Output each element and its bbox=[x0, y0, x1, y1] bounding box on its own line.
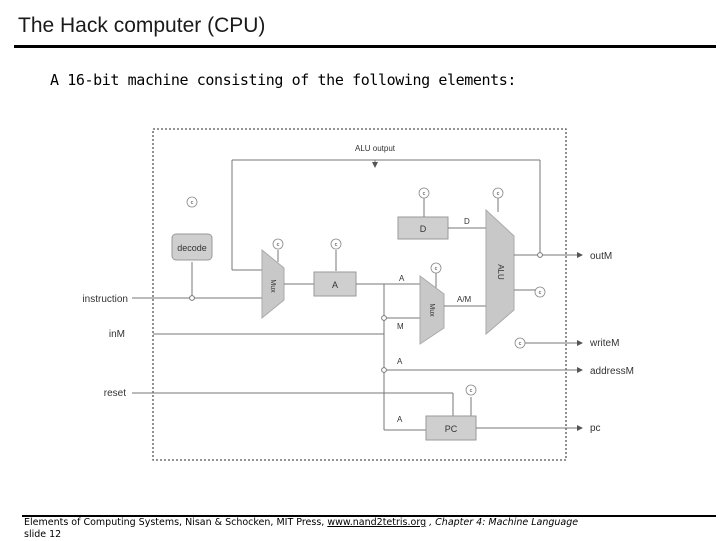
slide-subtitle: A 16-bit machine consisting of the follo… bbox=[50, 71, 517, 89]
control-bit-label: c bbox=[277, 242, 280, 248]
mux1-block bbox=[261, 248, 285, 320]
a-address-wire-label: A bbox=[397, 357, 403, 366]
page-title: The Hack computer (CPU) bbox=[18, 14, 266, 37]
footer-divider bbox=[22, 515, 716, 517]
decode-block bbox=[171, 233, 213, 261]
decode-label: decode bbox=[177, 243, 207, 253]
footer: Elements of Computing Systems, Nisan & S… bbox=[24, 517, 578, 541]
control-bit-label: c bbox=[470, 388, 473, 394]
d-wire-label: D bbox=[464, 217, 470, 226]
control-bit-label: c bbox=[191, 200, 194, 206]
instruction-input-label: instruction bbox=[82, 294, 128, 305]
footer-source: Elements of Computing Systems, Nisan & S… bbox=[24, 517, 328, 528]
control-bit-label: c bbox=[539, 290, 542, 296]
control-bit-label: c bbox=[497, 191, 500, 197]
a-pc-wire-label: A bbox=[397, 415, 403, 424]
mux1-label: Mux bbox=[269, 279, 276, 293]
footer-link[interactable]: www.nand2tetris.org bbox=[327, 517, 427, 528]
pc-register bbox=[425, 415, 477, 441]
writem-output-label: writeM bbox=[589, 338, 619, 349]
d-register-label: D bbox=[420, 224, 427, 234]
control-bit-label: c bbox=[423, 191, 426, 197]
am-wire-label: A/M bbox=[457, 295, 472, 304]
instruction-wire bbox=[132, 262, 262, 299]
alu-label: ALU bbox=[496, 264, 505, 280]
control-bits bbox=[186, 187, 546, 396]
a-wire-label: A bbox=[399, 274, 405, 283]
alu-output-label: ALU output bbox=[355, 144, 396, 153]
inm-input-label: inM bbox=[109, 329, 125, 340]
alu-output-wire bbox=[231, 159, 541, 271]
footer-chapter: , Chapter 4: Machine Language bbox=[426, 517, 579, 528]
pc-output-label: pc bbox=[590, 423, 601, 434]
control-bit-label: c bbox=[519, 341, 522, 347]
mux2-block bbox=[419, 275, 445, 345]
control-bit-label: c bbox=[435, 266, 438, 272]
outm-output-label: outM bbox=[590, 251, 612, 262]
a-register-label: A bbox=[332, 280, 338, 290]
slide-number: slide 12 bbox=[24, 529, 62, 540]
mux2-label: Mux bbox=[428, 303, 435, 317]
addressm-output-label: addressM bbox=[590, 366, 634, 377]
alu-block bbox=[485, 208, 515, 336]
control-bit-label: c bbox=[335, 242, 338, 248]
m-wire-label: M bbox=[397, 322, 404, 331]
reset-input-label: reset bbox=[104, 388, 126, 399]
pc-label: PC bbox=[445, 424, 458, 434]
title-divider bbox=[14, 45, 716, 48]
junction-dots bbox=[189, 252, 543, 373]
